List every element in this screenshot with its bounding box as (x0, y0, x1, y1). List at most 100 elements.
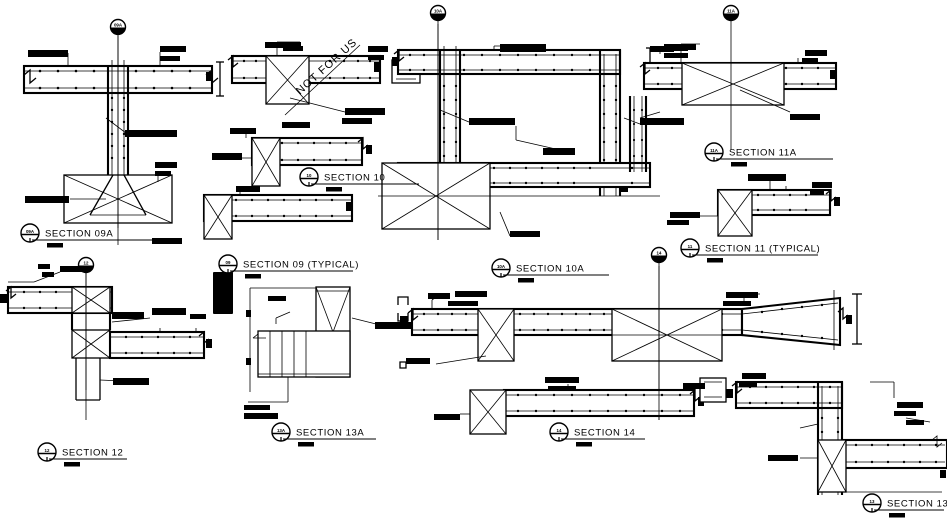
note-block (545, 377, 579, 383)
section-bubble-id: 12 (45, 448, 50, 453)
section-scale-bar (707, 258, 723, 263)
note-block (455, 291, 487, 297)
note-block (112, 312, 144, 319)
detail-left-small-11 (623, 96, 648, 172)
detail-section-09a (22, 36, 224, 245)
detail-section-09-block (213, 272, 233, 314)
section-title-text: SECTION 12 (62, 448, 123, 459)
note-block (190, 314, 206, 319)
note-block (748, 174, 786, 181)
note-block (548, 386, 576, 391)
note-block (155, 171, 171, 176)
note-block (368, 55, 384, 60)
section-title-text: SECTION 11A (729, 148, 797, 159)
section-bubble-id: 11 (688, 244, 693, 249)
section-bubble-id: 13A (277, 428, 286, 433)
annotation-note-blocks (25, 42, 924, 461)
note-block (155, 162, 177, 168)
note-block (265, 42, 301, 48)
section-title-text: SECTION 14 (574, 428, 635, 439)
section-scale-bar (298, 442, 314, 447)
note-block (802, 58, 818, 63)
detail-section-10 (202, 41, 421, 240)
section-bubble-id: 10A (497, 264, 506, 269)
note-block (42, 272, 54, 277)
note-block (268, 296, 286, 301)
note-block (244, 405, 270, 410)
detail-marker-id: 14 (657, 250, 662, 255)
section-label-14[interactable]: 14 SECTION 14 (549, 422, 645, 447)
note-block (812, 182, 832, 188)
note-block (894, 411, 916, 416)
note-block (160, 56, 180, 61)
note-block (152, 308, 186, 315)
note-block (897, 402, 923, 408)
section-label-12[interactable]: 12 SECTION 12 (37, 442, 127, 467)
note-block (368, 46, 388, 52)
detail-marker-09a[interactable]: 09A (109, 18, 127, 229)
section-title-text: SECTION 09 (TYPICAL) (243, 260, 359, 271)
note-block (667, 220, 689, 225)
note-block (723, 301, 751, 306)
detail-section-14-upper (400, 266, 862, 420)
detail-section-13a (246, 286, 377, 403)
note-block (650, 46, 674, 52)
detail-marker-id: 10A (434, 8, 443, 13)
note-block (38, 264, 50, 269)
note-block (683, 383, 705, 389)
note-block (160, 46, 186, 52)
section-scale-bar (326, 187, 342, 192)
note-block (125, 130, 177, 137)
detail-section-14-lower (460, 384, 704, 435)
note-block (282, 122, 310, 128)
note-block (500, 44, 546, 52)
note-block (345, 108, 385, 115)
detail-marker-11a[interactable]: 11A (722, 4, 740, 151)
note-block (342, 118, 372, 124)
note-block (664, 44, 696, 50)
section-bubble-id: 14 (557, 428, 562, 433)
section-scale-bar (47, 243, 63, 248)
note-block (406, 358, 430, 364)
section-scale-bar (889, 513, 905, 518)
detail-marker-id: 09A (114, 22, 123, 27)
detail-marker-fill (651, 255, 667, 264)
section-bubble-id: 13 (870, 499, 875, 504)
note-block (434, 414, 460, 420)
note-block (236, 186, 260, 192)
section-bubble-id: 09 (226, 260, 231, 265)
note-block (28, 50, 68, 57)
note-block (543, 148, 575, 155)
note-block (113, 378, 149, 385)
detail-marker-group: 09A 10A 11A 12 14 (77, 4, 740, 421)
note-block (244, 413, 278, 419)
note-block (152, 238, 182, 244)
section-scale-bar (576, 442, 592, 447)
detail-section-12 (0, 265, 212, 420)
section-title-text: SECTION 09A (45, 229, 113, 240)
detail-marker-14[interactable]: 14 (650, 246, 668, 421)
section-scale-bar (64, 462, 80, 467)
section-bubble-id: 11A (710, 148, 719, 153)
note-block (739, 382, 757, 387)
detail-marker-10a[interactable]: 10A (429, 4, 447, 241)
section-bubble-id: 09A (26, 229, 35, 234)
section-bubble-id: 10 (307, 173, 312, 178)
note-block (25, 196, 69, 203)
section-label-09[interactable]: 09 SECTION 09 (TYPICAL) (218, 254, 359, 279)
detail-marker-12[interactable]: 12 (77, 256, 95, 391)
note-block (906, 420, 924, 425)
section-label-09a[interactable]: 09A SECTION 09A (20, 223, 162, 248)
note-block (510, 231, 540, 237)
detail-marker-id: 11A (727, 8, 736, 13)
note-block (469, 118, 515, 125)
note-block (670, 212, 700, 218)
section-label-11a[interactable]: 11A SECTION 11A (704, 142, 833, 167)
